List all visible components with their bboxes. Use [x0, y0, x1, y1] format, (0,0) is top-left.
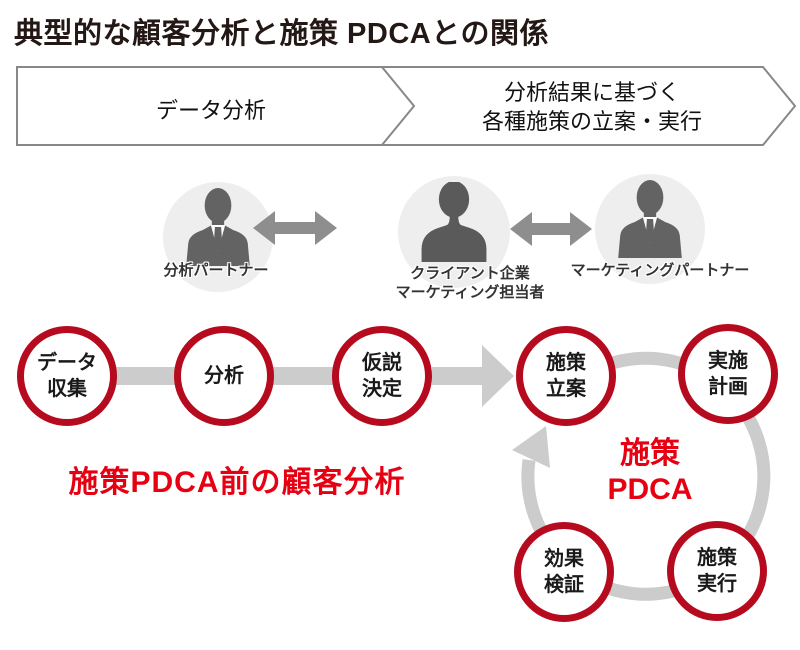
person-icon [421, 182, 487, 262]
caption-pdca-cycle: 施策 PDCA [607, 437, 693, 506]
banner-data-analysis-label: データ分析 [155, 98, 266, 123]
pdca-ring-arrow-icon [512, 426, 550, 468]
process-banners [16, 66, 797, 146]
page-title: 典型的な顧客分析と施策 PDCAとの関係 [14, 18, 549, 50]
label-analysis-partner: 分析パートナー [163, 262, 269, 279]
flow-arrow-icon [432, 345, 514, 407]
avatar-marketing-partner [595, 174, 705, 284]
avatar-analysis-partner [163, 182, 273, 292]
exchange-arrow-icon [510, 212, 592, 246]
flow-step-hypothesis: 仮説 決定 [332, 326, 432, 426]
flow-step-implementation-plan: 実施 計画 [678, 324, 778, 424]
avatar-client-marketer [398, 176, 510, 288]
caption-pre-pdca-analysis: 施策PDCA前の顧客分析 [68, 466, 406, 499]
flow-step-data-collection: データ 収集 [17, 326, 117, 426]
label-marketing-partner: マーケティングパートナー [570, 262, 750, 279]
banner-planning-label: 分析結果に基づく 各種施策の立案・実行 [442, 78, 742, 136]
businessman-icon [618, 180, 682, 258]
flow-step-effect-verification: 効果 検証 [514, 522, 614, 622]
exchange-arrow-icon [253, 211, 337, 245]
banner-planning-line2: 各種施策の立案・実行 [481, 109, 702, 134]
flow-step-measure-execution: 施策 実行 [667, 521, 767, 621]
flow-step-analysis: 分析 [174, 326, 274, 426]
businessman-icon [186, 188, 250, 266]
label-client-marketer: クライアント企業 マーケティング担当者 [395, 265, 545, 301]
banner-planning-line1: 分析結果に基づく [503, 80, 680, 105]
banner-planning-shape [379, 66, 797, 146]
flow-step-measure-planning: 施策 立案 [516, 326, 616, 426]
